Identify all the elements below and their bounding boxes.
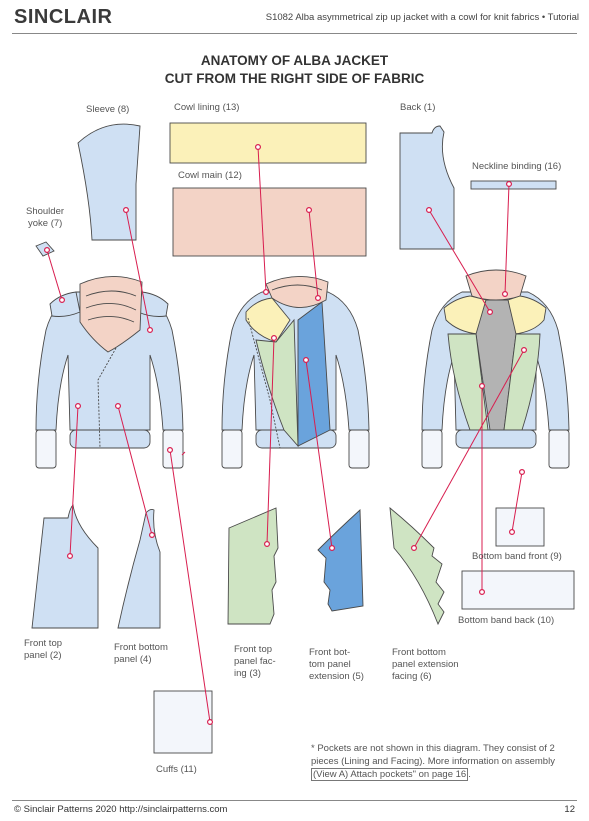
header-divider — [12, 33, 577, 34]
label-sleeve: Sleeve (8) — [86, 104, 130, 115]
document-title: S1082 Alba asymmetrical zip up jacket wi… — [265, 12, 579, 23]
label-cuffs: Cuffs (11) — [156, 764, 197, 775]
page-title: ANATOMY OF ALBA JACKET CUT FROM THE RIGH… — [0, 52, 589, 88]
front-top-panel-piece — [31, 504, 99, 629]
label-front-bottom-panel-line-2: panel (4) — [114, 654, 152, 665]
cuffs-piece — [153, 690, 213, 754]
pockets-page-link[interactable]: (View A) Attach pockets" on page 16 — [311, 768, 469, 781]
label-shoulder-yoke-line-1: Shoulder — [26, 206, 65, 217]
label-front-bottom-panel-extension-facing: Front bottom panel extension facing (6) — [392, 647, 459, 683]
bottom-band-back-piece — [461, 570, 575, 610]
label-front-top-panel-line-1: Front top — [24, 638, 63, 649]
title-line-2: CUT FROM THE RIGHT SIDE OF FABRIC — [164, 71, 425, 86]
label-front-top-panel-facing-line-2: panel fac- — [234, 656, 276, 667]
label-front-top-panel-facing-line-1: Front top — [234, 644, 273, 655]
bottom-band-front-piece — [495, 507, 545, 547]
page-number: 12 — [564, 804, 575, 815]
sleeve-piece — [77, 123, 141, 241]
label-bottom-band-front: Bottom band front (9) — [472, 551, 562, 562]
label-front-bottom-panel-extension-facing-line-3: facing (6) — [392, 671, 432, 682]
jacket-open-view — [421, 269, 570, 469]
label-front-top-panel-line-2: panel (2) — [24, 650, 62, 661]
cowl-main-piece — [172, 187, 367, 257]
label-front-bottom-panel-line-1: Front bottom — [114, 642, 168, 653]
label-front-top-panel-facing: Front top panel fac- ing (3) — [234, 644, 276, 680]
jacket-front-view — [35, 276, 184, 469]
neckline-binding-piece — [470, 180, 557, 190]
label-front-bottom-panel-extension-facing-line-2: panel extension — [392, 659, 459, 670]
pointer-lines — [43, 144, 527, 725]
label-front-bottom-panel: Front bottom panel (4) — [114, 642, 168, 666]
brand-logo: SINCLAIR — [14, 6, 113, 28]
jacket-inside-view — [221, 276, 370, 469]
label-front-bottom-panel-extension: Front bot- tom panel extension (5) — [309, 647, 364, 683]
pockets-note: * Pockets are not shown in this diagram.… — [311, 742, 581, 781]
label-front-bottom-panel-extension-line-1: Front bot- — [309, 647, 351, 658]
front-bottom-panel-extension-facing-piece — [389, 506, 445, 626]
label-cowl-main: Cowl main (12) — [178, 170, 242, 181]
back-piece — [399, 125, 455, 250]
front-bottom-panel-extension-piece — [317, 509, 364, 612]
label-front-bottom-panel-extension-line-2: tom panel — [309, 659, 351, 670]
label-bottom-band-back: Bottom band back (10) — [458, 615, 555, 626]
label-shoulder-yoke: Shoulder yoke (7) — [26, 206, 64, 230]
label-front-top-panel-facing-line-3: ing (3) — [234, 668, 261, 679]
pockets-note-text: * Pockets are not shown in this diagram.… — [311, 743, 555, 767]
front-top-panel-facing-piece — [227, 507, 279, 625]
footer-divider — [12, 800, 577, 801]
title-line-1: ANATOMY OF ALBA JACKET — [200, 53, 389, 68]
front-bottom-panel-piece — [117, 508, 161, 629]
pockets-note-end: . — [468, 769, 471, 780]
cowl-lining-piece — [169, 122, 367, 164]
label-back: Back (1) — [400, 102, 436, 113]
label-shoulder-yoke-line-2: yoke (7) — [28, 218, 63, 229]
label-front-bottom-panel-extension-facing-line-1: Front bottom — [392, 647, 446, 658]
label-front-top-panel: Front top panel (2) — [24, 638, 62, 662]
label-front-bottom-panel-extension-line-3: extension (5) — [309, 671, 364, 682]
footer-copyright: © Sinclair Patterns 2020 http://sinclair… — [14, 804, 228, 815]
label-cowl-lining: Cowl lining (13) — [174, 102, 240, 113]
label-neckline-binding: Neckline binding (16) — [472, 161, 562, 172]
